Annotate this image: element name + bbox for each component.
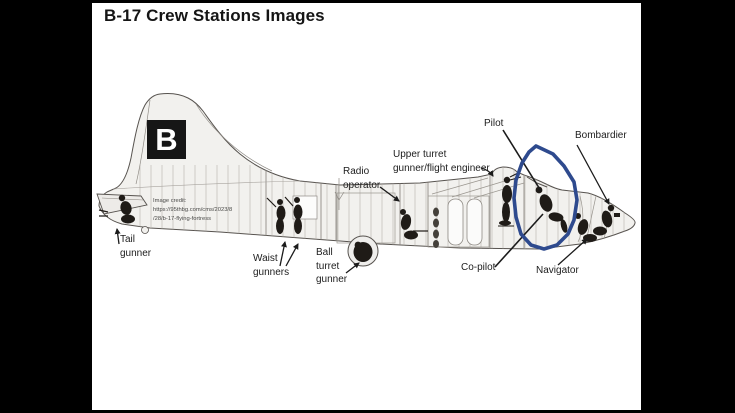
bomb-cell-2	[466, 198, 483, 246]
label-ball-turret-gunner: Ball turret gunner	[316, 247, 348, 285]
bomb-cell-1	[447, 198, 464, 246]
pilot-annotation-circle	[512, 144, 579, 251]
label-pilot: Pilot	[484, 118, 504, 129]
windshield-lines	[526, 176, 548, 188]
letter-marker-box: B	[147, 120, 186, 159]
waist-gunner-arrow-1	[279, 241, 287, 267]
ball-turret-arrow	[345, 262, 360, 274]
label-waist-gunners: Waist gunners	[253, 253, 290, 278]
bombardier-figure	[593, 204, 620, 236]
bomb-bay	[427, 195, 490, 248]
fin-fairing-line	[195, 103, 273, 172]
radio-mast	[334, 178, 345, 210]
letter-marker: B	[155, 122, 178, 157]
fuselage-outline	[98, 93, 636, 250]
label-upper-turret-gunner: Upper turret gunner/flight engineer	[393, 149, 490, 174]
label-co-pilot: Co-pilot	[461, 262, 496, 273]
bomb-rack	[433, 207, 439, 248]
waist-gunner-figures	[266, 196, 303, 234]
pointer-lines	[114, 129, 610, 274]
pilot-figure	[535, 186, 568, 233]
upper-turret-gunner-figure	[498, 171, 522, 227]
tail-gunner-figure	[98, 194, 135, 224]
label-navigator: Navigator	[536, 265, 579, 276]
rudder-hinge-line	[135, 99, 151, 185]
slide-title: B-17 Crew Stations Images	[104, 6, 325, 25]
label-bombardier: Bombardier	[575, 130, 627, 141]
ball-turret-gunner-figure	[353, 241, 373, 262]
label-radio-operator: Radio operator	[343, 166, 381, 191]
tail-wheel	[141, 226, 149, 234]
upper-turret-arrow	[480, 167, 494, 177]
radio-operator-arrow	[379, 186, 400, 202]
navigator-arrow	[557, 238, 588, 266]
co-pilot-pointer-line	[494, 213, 544, 268]
crew-figures	[98, 171, 620, 262]
radio-operator-figure	[400, 209, 428, 240]
label-tail-gunner: Tail gunner	[120, 234, 152, 259]
bombardier-arrow	[576, 144, 610, 205]
image-credit: Image credit: https://95thbg.com/cms/202…	[153, 198, 233, 222]
waist-gunner-arrow-2	[285, 243, 299, 267]
spine-line	[112, 180, 301, 190]
tail-gunner-arrow	[114, 228, 121, 245]
